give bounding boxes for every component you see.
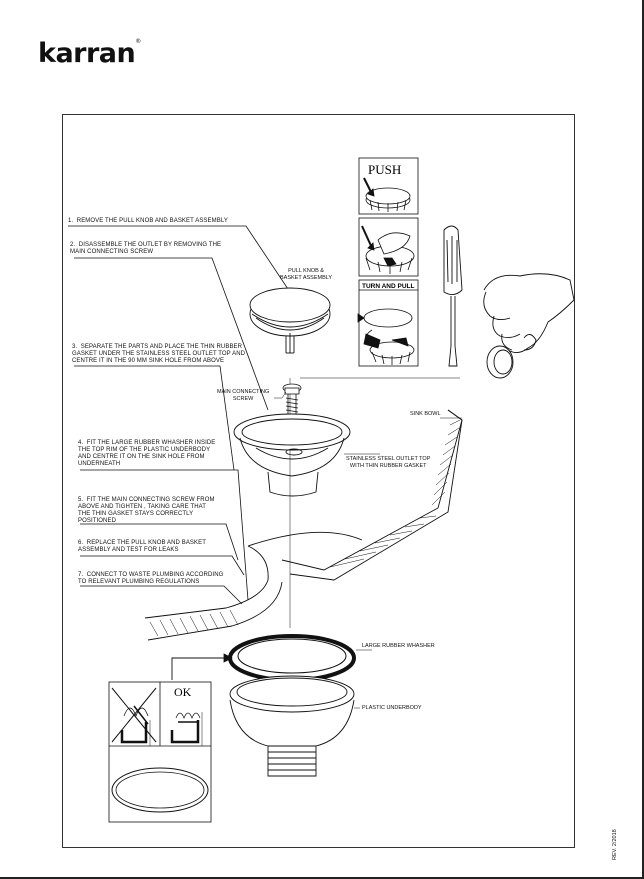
plastic-underbody: [229, 675, 360, 777]
leader-step-7: [80, 585, 243, 605]
inset-turn-pull: [357, 279, 419, 367]
leader-step-5: [80, 523, 239, 561]
step-5: 5. FIT THE MAIN CONNECTING SCREW FROM AB…: [78, 497, 215, 524]
brand-logo: karran®: [38, 38, 141, 69]
brand-mark: ®: [135, 38, 141, 45]
outlet-top: [233, 413, 380, 497]
label-sink-bowl: SINK BOWL: [410, 411, 441, 417]
leader-step-6: [80, 555, 245, 576]
inset-tilt: [358, 217, 419, 277]
leader-step-4: [80, 469, 249, 601]
sink-bowl: [144, 409, 463, 641]
large-rubber-washer: [228, 634, 372, 682]
leader-step-1: [68, 225, 291, 293]
brand-name: karran: [38, 38, 136, 69]
ok-label: OK: [174, 685, 192, 699]
label-main-screw: MAIN CONNECTING SCREW: [217, 389, 270, 402]
inset-ok-panel: [108, 681, 212, 823]
inset-push: [358, 157, 419, 215]
label-underbody: PLASTIC UNDERBODY: [362, 705, 422, 711]
leader-step-3: [74, 365, 235, 471]
step-2: 2. DISASSEMBLE THE OUTLET BY REMOVING TH…: [70, 242, 222, 255]
step-4: 4. FIT THE LARGE RUBBER WHASHER INSIDE T…: [78, 440, 216, 467]
label-outlet-top: STAINLESS STEEL OUTLET TOP WITH THIN RUB…: [346, 456, 431, 469]
step-3: 3. SEPARATE THE PARTS AND PLACE THE THIN…: [72, 344, 246, 364]
push-label: PUSH: [368, 162, 401, 177]
step-7: 7. CONNECT TO WASTE PLUMBING ACCORDING T…: [78, 572, 224, 585]
label-pull-knob: PULL KNOB & BASKET ASSEMBLY: [280, 268, 333, 281]
revision-label: REV. 2/2018: [612, 829, 618, 860]
pull-knob-basket: [249, 287, 331, 354]
label-large-washer: LARGE RUBBER WHASHER: [362, 643, 435, 649]
leader-step-2: [74, 257, 269, 411]
instruction-frame: [62, 114, 575, 848]
hand-icon: [483, 273, 575, 379]
sink-hatching: [149, 419, 461, 637]
step-6: 6. REPLACE THE PULL KNOB AND BASKET ASSE…: [78, 540, 207, 553]
screwdriver-icon: [443, 225, 463, 367]
turn-pull-label: TURN AND PULL: [362, 283, 415, 290]
step-1: 1. REMOVE THE PULL KNOB AND BASKET ASSEM…: [68, 218, 228, 224]
